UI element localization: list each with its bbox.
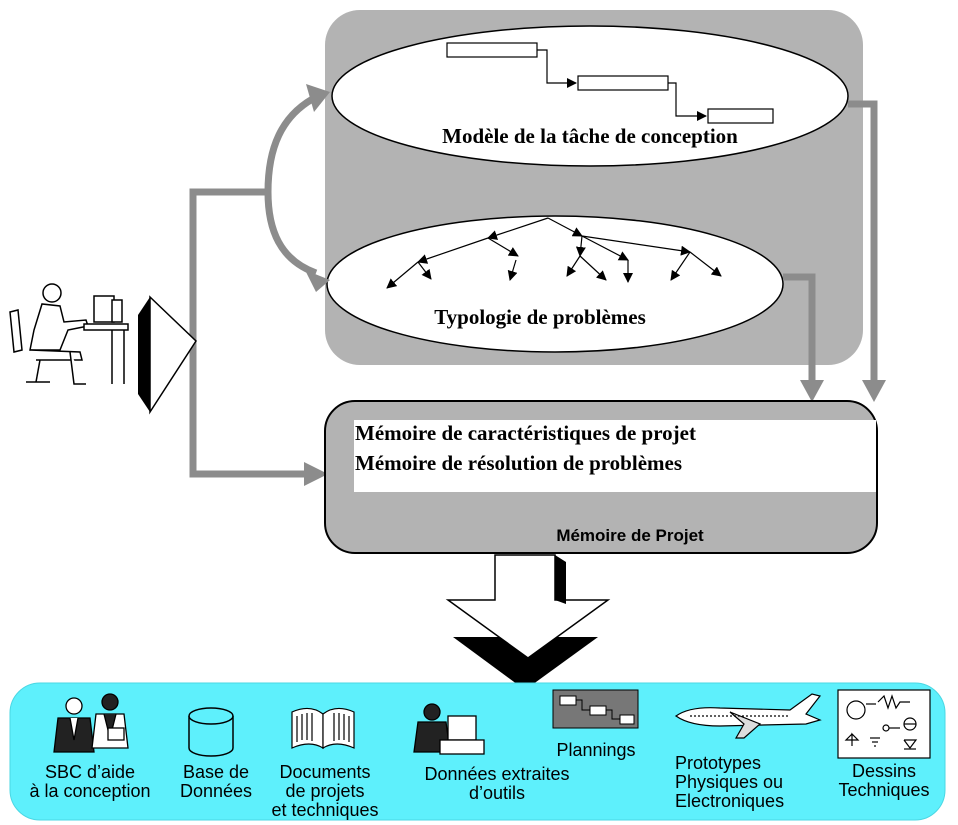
project-memory-label: Mémoire de Projet	[556, 526, 704, 545]
source-label-line: Dessins	[852, 761, 916, 781]
problem-typology-label: Typologie de problèmes	[434, 305, 646, 329]
process-step-box	[446, 42, 538, 58]
user-at-computer-icon	[9, 283, 129, 385]
source-label-line: Documents	[279, 762, 370, 782]
source-label-line: Base de	[183, 762, 249, 782]
source-label-line: Plannings	[556, 740, 635, 760]
source-label-line: Techniques	[838, 780, 929, 800]
memory-resolution-label: Mémoire de résolution de problèmes	[355, 451, 682, 475]
circuit-schematic-icon	[837, 689, 931, 759]
flow-arrowheads	[304, 84, 886, 486]
task-model-label: Modèle de la tâche de conception	[442, 124, 738, 148]
source-label-line: SBC d’aide	[45, 762, 135, 782]
memory-content-area	[354, 420, 876, 492]
task-model-ellipse: Modèle de la tâche de conception	[331, 25, 849, 167]
emitter-triangle-icon	[138, 295, 197, 415]
source-label-line: Prototypes	[675, 753, 761, 773]
source-label-line: de projets	[285, 781, 364, 801]
source-label-plannings: Plannings	[556, 740, 635, 760]
source-label-line: Données	[180, 781, 252, 801]
problem-typology-ellipse: Typologie de problèmes	[326, 215, 784, 353]
big-down-arrow-icon	[445, 554, 611, 690]
source-label-line: Electroniques	[675, 791, 784, 811]
source-label-line: Données extraites	[424, 764, 569, 784]
source-label-line: d’outils	[469, 783, 525, 803]
source-label-line: Physiques ou	[675, 772, 783, 792]
process-step-box	[577, 75, 669, 91]
flow-arrows	[189, 92, 878, 478]
process-step-box	[707, 108, 774, 124]
memory-characteristics-label: Mémoire de caractéristiques de projet	[355, 421, 696, 445]
source-label-line: à la conception	[29, 781, 150, 801]
person-computer-icon	[413, 703, 485, 755]
source-label-line: et techniques	[271, 800, 378, 820]
problem-tree	[386, 217, 722, 289]
database-cylinder-icon	[188, 707, 234, 757]
gantt-chart-icon	[552, 689, 639, 729]
open-book-icon	[291, 707, 355, 750]
project-memory-box: Mémoire de caractéristiques de projet Mé…	[324, 400, 878, 554]
two-people-icon	[53, 693, 129, 753]
airplane-icon	[674, 693, 822, 739]
